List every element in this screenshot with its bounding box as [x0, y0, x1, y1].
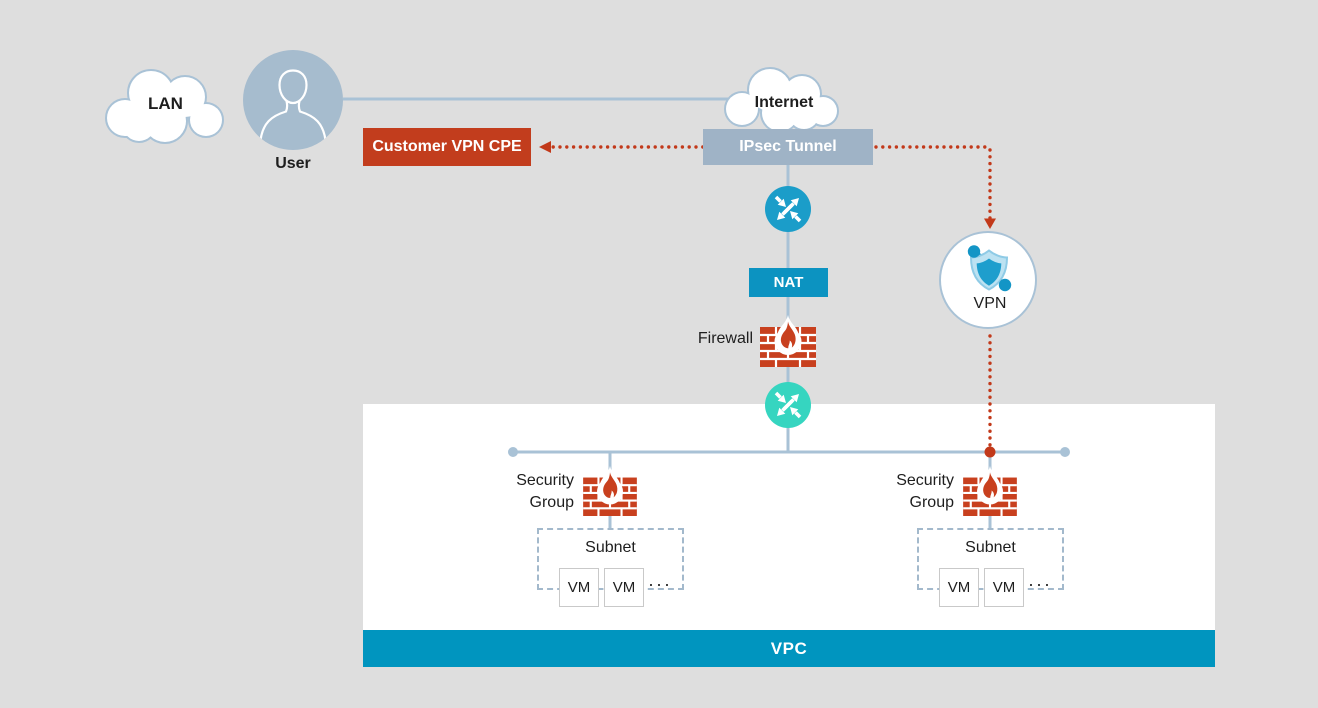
more-vms-ellipsis: ··· — [1028, 574, 1052, 594]
router-icon — [765, 382, 811, 428]
router-icon — [765, 186, 811, 232]
vpc-bar: VPC — [363, 630, 1215, 667]
vm-label: VM — [947, 579, 971, 596]
vm-node: VM — [559, 568, 599, 607]
vm-label: VM — [612, 579, 636, 596]
customer-vpn-cpe-label: Customer VPN CPE — [372, 138, 522, 155]
lan-label: LAN — [148, 94, 183, 113]
vm-node: VM — [939, 568, 979, 607]
ipsec-tunnel-box: IPsec Tunnel — [703, 129, 873, 165]
security-group-label: Security Group — [516, 472, 574, 511]
vpn-shield-icon — [962, 243, 1016, 297]
customer-vpn-cpe-box: Customer VPN CPE — [363, 128, 531, 166]
subnet-label: Subnet — [585, 539, 636, 556]
security-group-label: Security Group — [896, 472, 954, 511]
vpc-label: VPC — [770, 639, 808, 658]
vpn-label: VPN — [973, 295, 1007, 312]
internet-cloud-icon — [724, 67, 839, 133]
security-group-firewall-icon — [583, 466, 637, 516]
vm-label: VM — [567, 579, 591, 596]
nat-box: NAT — [749, 268, 828, 297]
security-group-firewall-icon — [963, 466, 1017, 516]
firewall-label: Firewall — [697, 330, 753, 347]
user-label: User — [275, 155, 311, 172]
internet-label: Internet — [754, 94, 814, 111]
firewall-icon — [760, 315, 816, 367]
ipsec-tunnel-label: IPsec Tunnel — [739, 138, 837, 155]
vm-node: VM — [984, 568, 1024, 607]
subnet-label: Subnet — [965, 539, 1016, 556]
more-vms-ellipsis: ··· — [648, 574, 672, 594]
nat-label: NAT — [773, 274, 804, 291]
vpc-container — [363, 404, 1215, 667]
lan-cloud-icon — [105, 69, 224, 144]
vm-node: VM — [604, 568, 644, 607]
user-avatar-icon — [243, 50, 343, 150]
vm-label: VM — [992, 579, 1016, 596]
